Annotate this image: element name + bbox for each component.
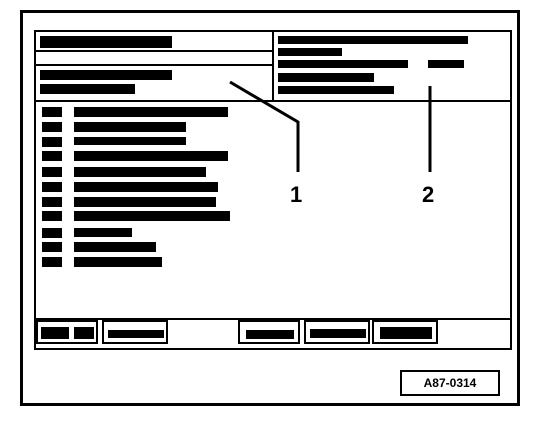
softkey-2-label: [108, 330, 164, 338]
list-item-text: [74, 197, 216, 207]
reference-code-label: A87-0314: [400, 370, 500, 396]
header-right-bar-5: [278, 73, 374, 82]
softkey-4[interactable]: [304, 320, 370, 344]
header-divider: [34, 100, 512, 102]
list-item-code: [42, 151, 62, 161]
list-item-code: [42, 122, 62, 132]
list-item-text: [74, 151, 228, 161]
header-right-bar-1: [278, 36, 468, 44]
header-left-line-1: [34, 50, 272, 52]
callout-2: 2: [422, 182, 435, 207]
list-item-text: [74, 167, 206, 177]
header-left-line-2: [34, 64, 272, 66]
header-right-bar-6: [278, 86, 394, 94]
softkey-divider: [34, 318, 512, 320]
header-vertical-divider: [272, 30, 274, 100]
softkey-5-label: [380, 327, 432, 339]
list-item-code: [42, 182, 62, 192]
list-item-text: [74, 182, 218, 192]
list-item-text: [74, 242, 156, 252]
list-item-text: [74, 257, 162, 267]
list-item-code: [42, 107, 62, 117]
softkey-4-label: [310, 329, 366, 338]
list-item-text: [74, 107, 228, 117]
list-item-text: [74, 211, 230, 221]
header-sub-bar-1: [40, 70, 172, 80]
list-item-code: [42, 228, 62, 238]
list-item-text: [74, 228, 132, 237]
list-item-text: [74, 122, 186, 132]
softkey-5[interactable]: [372, 320, 438, 344]
softkey-1-icon: [74, 327, 94, 339]
softkey-3[interactable]: [238, 320, 300, 344]
list-item-code: [42, 211, 62, 221]
header-right-bar-4: [428, 60, 464, 68]
header-sub-bar-2: [40, 84, 135, 94]
leader-line-1: [229, 80, 300, 172]
list-item-code: [42, 197, 62, 207]
list-item-code: [42, 242, 62, 252]
list-item-code: [42, 137, 62, 147]
header-title-bar: [40, 36, 172, 48]
softkey-3-label: [246, 330, 294, 339]
softkey-1[interactable]: [36, 320, 98, 344]
softkey-2[interactable]: [102, 320, 168, 344]
callout-1: 1: [290, 182, 303, 207]
list-item-code: [42, 257, 62, 267]
list-item-code: [42, 167, 62, 177]
header-right-bar-3: [278, 60, 408, 68]
list-item-text: [74, 137, 186, 145]
header-right-bar-2: [278, 48, 342, 56]
softkey-1-label: [41, 327, 69, 339]
